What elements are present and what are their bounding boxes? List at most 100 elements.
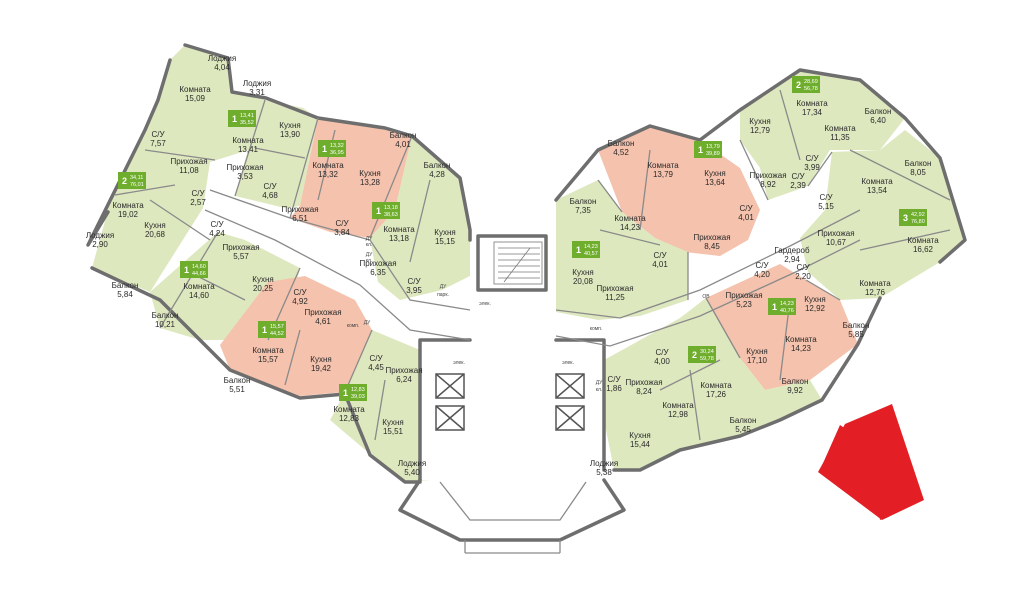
room-area: 14,23 bbox=[791, 344, 812, 353]
badge-room-count: 1 bbox=[232, 114, 237, 124]
room-area: 8,92 bbox=[760, 180, 776, 189]
apartment-1room-e bbox=[220, 276, 372, 396]
room-area: 11,25 bbox=[605, 293, 625, 302]
room-area: 20,08 bbox=[573, 277, 594, 286]
room-area: 4,68 bbox=[262, 191, 278, 200]
room-name: Прихожая bbox=[222, 243, 259, 252]
service-label: кл. bbox=[596, 387, 603, 393]
room-area: 12,92 bbox=[805, 304, 826, 313]
room-area: 3,31 bbox=[249, 88, 265, 97]
service-label: парк. bbox=[437, 292, 449, 298]
badge-total-area: 56,78 bbox=[804, 86, 818, 92]
service-label: комп. bbox=[347, 323, 360, 329]
room-name: Комната bbox=[232, 136, 264, 145]
room-name: С/У bbox=[607, 375, 621, 384]
room-name: Балкон bbox=[224, 376, 251, 385]
room-name: Комната bbox=[252, 346, 284, 355]
badge-room-count: 1 bbox=[772, 302, 777, 312]
room-name: Комната bbox=[662, 401, 694, 410]
room-area: 4,00 bbox=[654, 357, 670, 366]
badge-background bbox=[792, 76, 820, 93]
room-name: Балкон bbox=[570, 197, 597, 206]
room-name: Комната bbox=[383, 225, 415, 234]
room-area: 2,39 bbox=[790, 181, 806, 190]
room-name: С/У bbox=[791, 172, 805, 181]
room-name: Комната bbox=[824, 124, 856, 133]
room-name: Прихожая bbox=[281, 205, 318, 214]
room-area: 17,26 bbox=[706, 390, 727, 399]
room-name: С/У bbox=[739, 204, 753, 213]
badge-living-area: 13,79 bbox=[706, 144, 720, 150]
room-area: 6,51 bbox=[292, 214, 308, 223]
service-label: ДУ bbox=[596, 380, 603, 386]
service-label: элек. bbox=[479, 301, 491, 307]
room-name: Комната bbox=[333, 405, 365, 414]
room-area: 15,44 bbox=[630, 440, 651, 449]
room-name: Балкон bbox=[730, 416, 757, 425]
room-area: 4,20 bbox=[754, 270, 770, 279]
room-name: Прихожая bbox=[226, 163, 263, 172]
room-name: С/У bbox=[335, 219, 349, 228]
room-name: Кухня bbox=[629, 431, 650, 440]
room-area: 3,99 bbox=[804, 163, 820, 172]
room-name: Балкон bbox=[424, 161, 451, 170]
service-label: комп. bbox=[590, 326, 603, 332]
room-area: 15,09 bbox=[185, 94, 206, 103]
room-area: 10,21 bbox=[155, 320, 176, 329]
room-name: Прихожая bbox=[749, 171, 786, 180]
room-area: 13,64 bbox=[705, 178, 726, 187]
room-name: Кухня bbox=[434, 228, 455, 237]
room-area: 3,95 bbox=[406, 286, 422, 295]
room-name: С/У bbox=[210, 220, 224, 229]
room-area: 4,52 bbox=[613, 148, 629, 157]
room-area: 5,40 bbox=[404, 468, 420, 477]
room-area: 5,38 bbox=[596, 468, 612, 477]
badge-living-area: 13,41 bbox=[240, 113, 254, 119]
room-area: 9,92 bbox=[787, 386, 803, 395]
room-area: 2,94 bbox=[784, 255, 800, 264]
walls bbox=[86, 43, 967, 554]
room-area: 3,53 bbox=[237, 172, 253, 181]
room-name: Балкон bbox=[905, 159, 932, 168]
room-name: Комната bbox=[112, 201, 144, 210]
room-name: Лоджия bbox=[243, 79, 271, 88]
badge-room-count: 1 bbox=[698, 145, 703, 155]
badge-living-area: 15,57 bbox=[270, 324, 284, 330]
room-name: С/У bbox=[796, 263, 810, 272]
room-area: 12,76 bbox=[865, 288, 886, 297]
room-area: 4,92 bbox=[292, 297, 308, 306]
badge-background bbox=[372, 202, 400, 219]
room-area: 12,98 bbox=[668, 410, 689, 419]
